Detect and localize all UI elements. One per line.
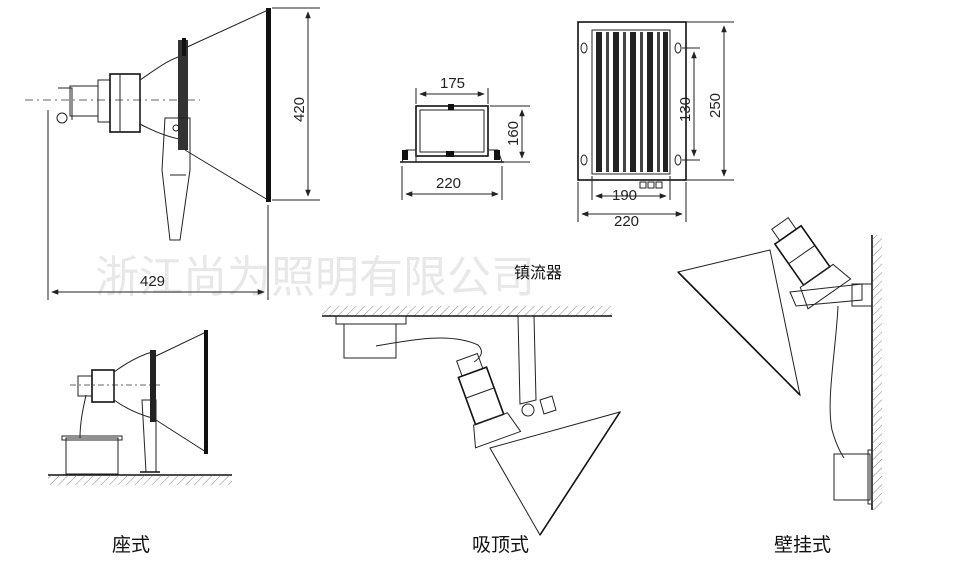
dim-ballast-inner-width: 190 [612, 187, 637, 204]
ballast-label: 镇流器 [514, 263, 562, 282]
wall-mount-illustration [677, 217, 882, 510]
ballast-fins [596, 32, 668, 172]
dim-ballast-height: 250 [707, 93, 724, 118]
dim-lamp-length: 429 [140, 273, 165, 290]
dim-bracket-width: 175 [440, 75, 465, 92]
floor-mount-illustration [48, 330, 232, 485]
dim-bracket-base: 220 [436, 175, 461, 192]
ballast-box-view: 130 250 190 220 [577, 21, 734, 230]
caption-floor-mount: 座式 [112, 534, 150, 556]
lamp-side-view: 420 429 [25, 7, 320, 300]
caption-ceiling-mount: 吸顶式 [472, 534, 529, 556]
dim-bracket-height: 160 [505, 121, 522, 146]
dim-ballast-width: 220 [614, 213, 639, 230]
bracket-view: 175 160 220 [400, 75, 530, 200]
caption-wall-mount: 壁挂式 [774, 534, 831, 556]
dim-ballast-inner-height: 130 [677, 97, 694, 122]
dim-lamp-height: 420 [291, 97, 308, 122]
ceiling-mount-illustration: 镇流器 [322, 263, 622, 536]
